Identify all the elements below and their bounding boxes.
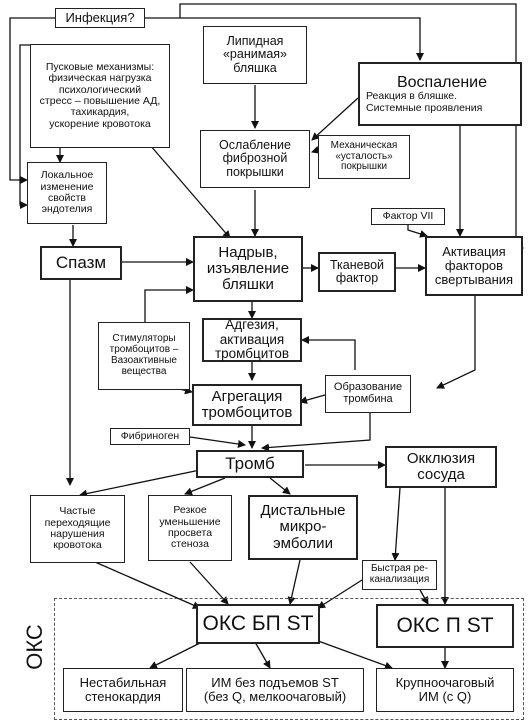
node-mi-q: Крупноочаговый ИМ (с Q) <box>376 668 514 712</box>
arrow-recanal-acsst <box>419 589 429 605</box>
node-stenosis: Резкое уменьшение просвета стеноза <box>148 495 232 561</box>
inflammation-title: Воспаление <box>396 74 488 92</box>
node-rupture: Надрыв, изъявление бляшки <box>193 236 303 302</box>
node-mi-non-q: ИМ без подъемов ST (без Q, мелкоочаговый… <box>186 668 364 712</box>
node-adhesion: Адгезия, активация тромбцитов <box>202 317 302 362</box>
node-microemboli: Дистальные микро- эмболии <box>248 495 358 560</box>
arrow-acsnst-miq <box>309 637 393 670</box>
arrow-left-loop <box>19 44 30 209</box>
arrow-stimulators-rupture <box>144 286 194 325</box>
node-factor-vii: Фактор VII <box>371 208 445 225</box>
node-transient-disturbances: Частые переходящие нарушения кровотока <box>30 495 125 563</box>
node-thrombin: Образование тромбина <box>325 375 411 413</box>
node-stimulators: Стимуляторы тромбоцитов – Вазоактивные в… <box>98 322 190 390</box>
arrow-recanal-acsnst <box>317 579 363 609</box>
node-occlusion: Окклюзия сосуда <box>385 446 497 488</box>
arrow-thrombus-emboli <box>269 477 291 495</box>
node-coagulation: Активация факторов свертывания <box>425 236 523 296</box>
node-inflammation: Воспаление Реакция в бляшке. Системные п… <box>358 62 522 126</box>
node-tissue-factor: Тканевой фактор <box>318 252 396 292</box>
node-unstable-angina: Нестабильная стенокардия <box>63 668 183 712</box>
arrow-thrombus-stenosis <box>184 477 226 496</box>
arrow-thrombin-adhesion <box>301 336 356 370</box>
node-endothelium: Локальное изменение свойств эндотелия <box>27 162 107 224</box>
arrow-acsnst-minq <box>254 641 271 669</box>
arrow-thrombus-transient <box>79 469 201 498</box>
node-aggregation: Агрегация тромбоцитов <box>192 384 302 426</box>
node-triggers: Пусковые механизмы: физическая нагрузка … <box>30 44 170 148</box>
arrow-emboli-acsnst <box>287 559 301 605</box>
node-thrombus: Тромб <box>196 450 304 478</box>
arrow-coag-thrombin <box>436 295 476 389</box>
arrow-infection-inflammation <box>145 17 424 61</box>
node-cap-weakening: Ослабление фиброзной покрышки <box>200 130 310 188</box>
arrow-thrombin-aggregation <box>299 394 326 404</box>
arrow-thrombin-thrombus <box>261 412 371 452</box>
node-infection: Инфекция? <box>55 8 145 28</box>
node-acs-nst: ОКС БП ST <box>196 604 320 644</box>
node-recanalization: Быстрая ре- канализация <box>362 560 437 590</box>
node-acs-st: ОКС П ST <box>376 604 514 648</box>
arrow-stenosis-acsnst <box>189 561 229 605</box>
acs-group-label: ОКС <box>22 624 47 670</box>
node-fibrinogen: Фибриноген <box>110 428 190 445</box>
arrow-fibrinogen-thrombus <box>189 436 246 448</box>
node-mechanical-fatigue: Механическая «усталость» покрышки <box>318 135 410 179</box>
node-lipid: Липидная «ранимая» бляшка <box>203 26 307 84</box>
arrow-fatigue-cap <box>311 145 320 154</box>
inflammation-subtitle: Реакция в бляшке. Системные проявления <box>366 90 483 114</box>
arrow-triggers-rupture <box>149 144 231 239</box>
node-spasm: Спазм <box>40 246 122 280</box>
arrow-transient-acsnst <box>94 561 201 609</box>
acs-group-frame <box>54 598 524 720</box>
arrow-occlusion-recanal <box>391 487 401 561</box>
arrow-infection-endothelium <box>9 17 55 184</box>
arrow-inflammation-cap <box>311 97 359 141</box>
